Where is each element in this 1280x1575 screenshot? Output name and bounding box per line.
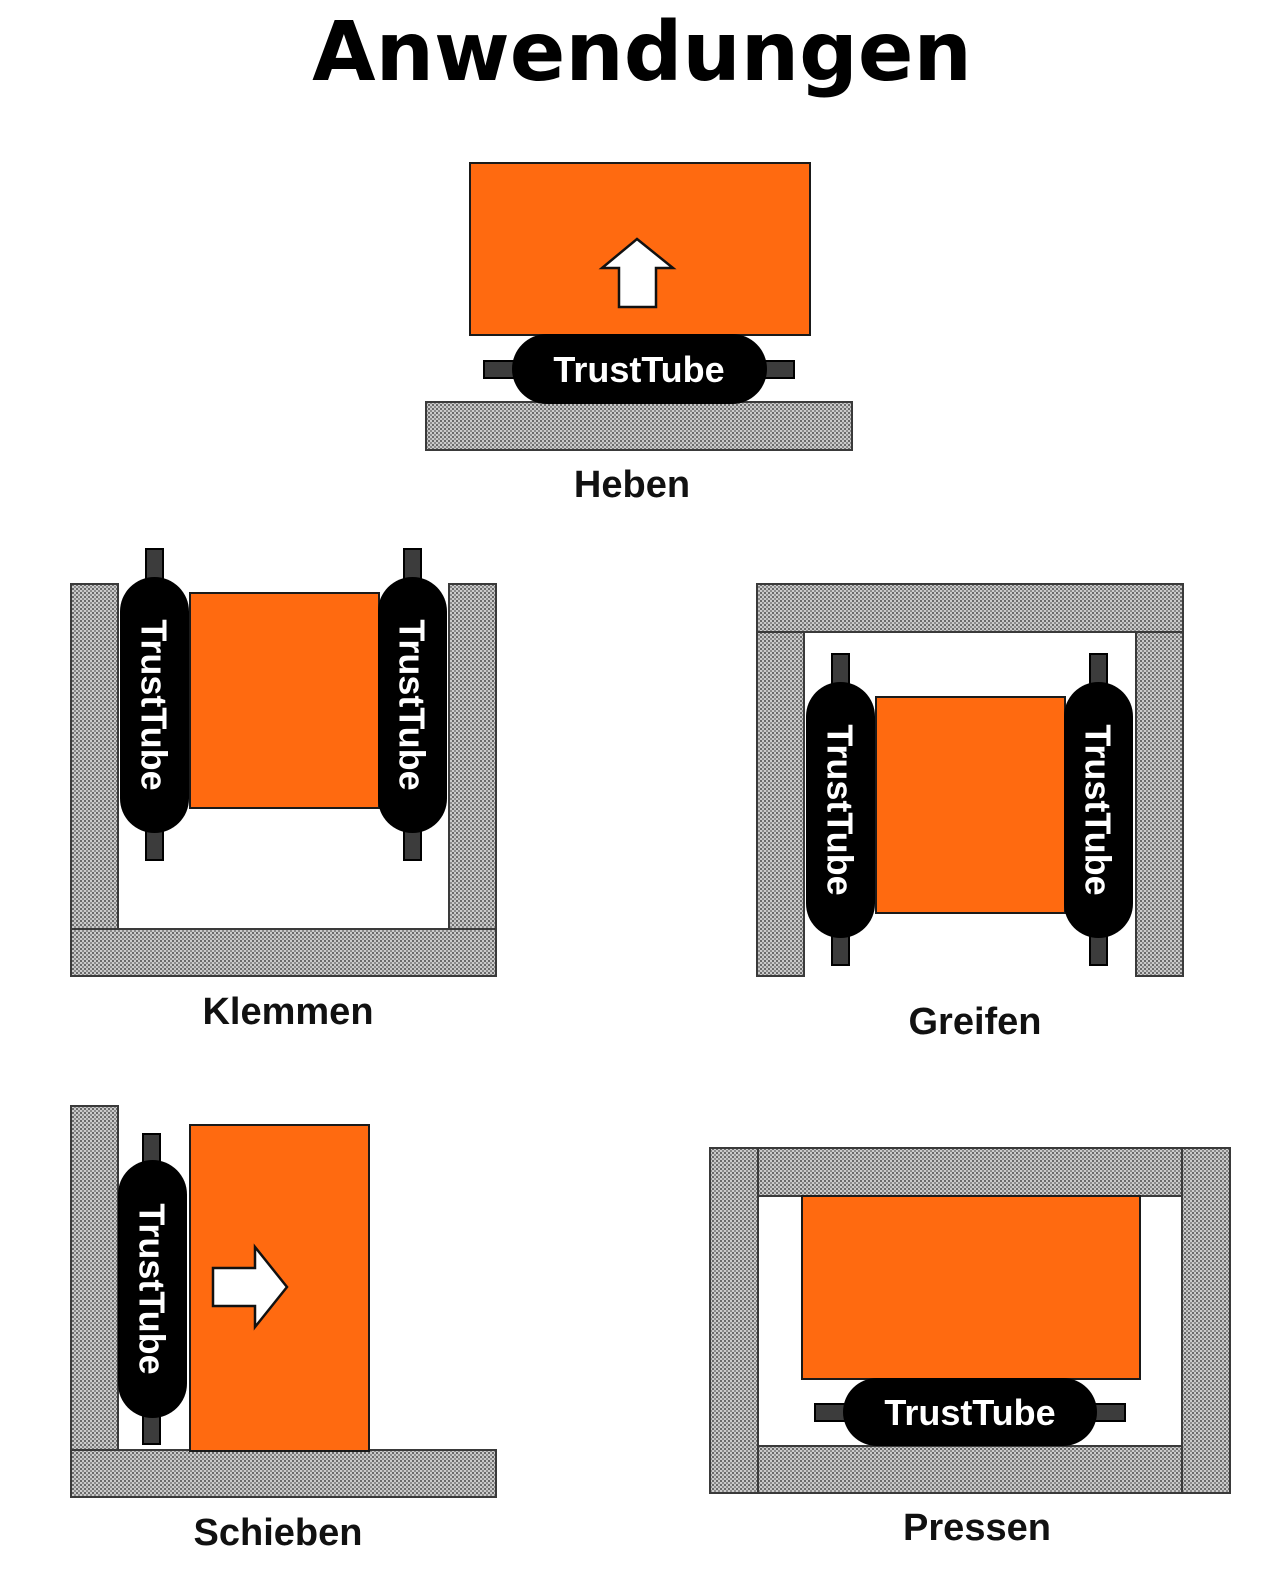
base-plate bbox=[70, 1449, 497, 1498]
trusttube: TrustTube bbox=[118, 1133, 187, 1445]
trusttube-left: TrustTube bbox=[806, 653, 875, 966]
page-title: Anwendungen bbox=[312, 5, 972, 100]
tube-body bbox=[378, 577, 447, 833]
caption-heben: Heben bbox=[574, 464, 690, 506]
tube-label: TrustTube bbox=[392, 619, 433, 790]
right-arrow-icon bbox=[211, 1243, 289, 1331]
panel-klemmen: TrustTube TrustTube Klemmen bbox=[70, 548, 497, 1033]
base-plate bbox=[425, 401, 853, 451]
caption-klemmen: Klemmen bbox=[202, 991, 373, 1033]
caption-pressen: Pressen bbox=[903, 1507, 1051, 1549]
tube-connector bbox=[831, 653, 850, 687]
tube-connector bbox=[403, 548, 422, 582]
tube-connector bbox=[145, 548, 164, 582]
load-block bbox=[801, 1195, 1141, 1380]
right-wall bbox=[448, 583, 497, 931]
panel-greifen: TrustTube TrustTube Greifen bbox=[756, 583, 1184, 1043]
left-wall bbox=[756, 630, 805, 977]
tube-body bbox=[120, 577, 189, 833]
panel-schieben: TrustTube Schieben bbox=[70, 1105, 497, 1554]
tube-label: TrustTube bbox=[132, 1203, 173, 1374]
tube-label: TrustTube bbox=[1078, 724, 1119, 895]
tube-body bbox=[118, 1160, 187, 1418]
caption-greifen: Greifen bbox=[908, 1001, 1041, 1043]
left-wall bbox=[70, 1105, 119, 1453]
tube-body bbox=[512, 334, 767, 404]
left-wall bbox=[709, 1147, 759, 1494]
tube-body bbox=[843, 1378, 1097, 1446]
right-wall bbox=[1181, 1147, 1231, 1494]
tube-body bbox=[1064, 682, 1133, 938]
base-plate bbox=[70, 928, 497, 977]
tube-connector bbox=[1089, 653, 1108, 687]
right-wall bbox=[1135, 630, 1184, 977]
trusttube-right: TrustTube bbox=[1064, 653, 1133, 966]
tube-body bbox=[806, 682, 875, 938]
left-wall bbox=[70, 583, 119, 931]
up-arrow-icon bbox=[598, 237, 677, 309]
panel-heben: TrustTube Heben bbox=[425, 162, 853, 506]
tube-label: TrustTube bbox=[820, 724, 861, 895]
base-plate bbox=[757, 1445, 1183, 1494]
trusttube: TrustTube bbox=[814, 1378, 1126, 1446]
top-plate bbox=[756, 583, 1184, 633]
caption-schieben: Schieben bbox=[194, 1512, 363, 1554]
trusttube-left: TrustTube bbox=[120, 548, 189, 861]
trusttube: TrustTube bbox=[483, 334, 795, 404]
tube-label: TrustTube bbox=[134, 619, 175, 790]
tube-connector bbox=[483, 360, 517, 379]
tube-connector bbox=[814, 1403, 848, 1422]
top-plate bbox=[757, 1147, 1183, 1197]
load-block bbox=[875, 696, 1066, 914]
load-block bbox=[189, 592, 380, 809]
tube-label: TrustTube bbox=[884, 1392, 1055, 1433]
tube-label: TrustTube bbox=[553, 349, 724, 390]
panel-pressen: TrustTube Pressen bbox=[709, 1147, 1231, 1549]
trusttube-right: TrustTube bbox=[378, 548, 447, 861]
tube-connector bbox=[1092, 1403, 1126, 1422]
